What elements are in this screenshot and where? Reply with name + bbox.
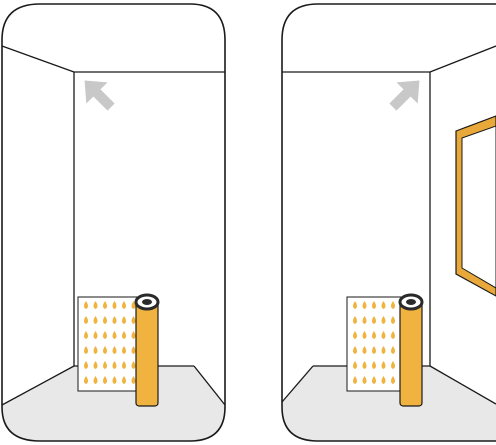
drop-icon xyxy=(391,346,395,354)
drop-icon xyxy=(84,301,88,309)
left-wallpaper-roll xyxy=(134,293,160,407)
drop-icon xyxy=(381,331,386,339)
arrow-up-right-icon xyxy=(389,80,420,111)
window-frame xyxy=(455,115,496,297)
drop-icon xyxy=(353,301,357,309)
drop-icon xyxy=(112,361,117,369)
drop-icon xyxy=(372,346,376,354)
left-room-floor xyxy=(2,366,225,441)
drop-icon xyxy=(353,316,357,324)
drop-icon xyxy=(131,376,136,384)
drop-icon xyxy=(84,316,88,324)
left-room-edge xyxy=(1,365,75,406)
right-room-panel xyxy=(281,3,496,442)
drop-icon xyxy=(362,331,367,339)
drop-icon xyxy=(93,301,98,309)
drop-icon xyxy=(122,376,126,384)
drop-icon xyxy=(122,346,126,354)
drop-icon xyxy=(362,316,367,324)
drop-icon xyxy=(391,316,395,324)
left-room-edge xyxy=(1,45,75,73)
drop-icon xyxy=(362,346,367,354)
drop-icon xyxy=(103,331,107,339)
drop-icon xyxy=(131,346,136,354)
drop-icon xyxy=(131,361,136,369)
left-panel-frame xyxy=(1,3,226,442)
drop-icon xyxy=(391,301,395,309)
drop-icon xyxy=(93,346,98,354)
drop-icon xyxy=(381,316,386,324)
drop-icon xyxy=(103,301,107,309)
drop-icon xyxy=(103,346,107,354)
drop-icon xyxy=(112,346,117,354)
right-wallpaper-roll xyxy=(398,293,424,407)
drop-icon xyxy=(391,361,395,369)
drop-icon xyxy=(381,301,386,309)
drop-icon xyxy=(353,346,357,354)
drop-icon xyxy=(93,361,98,369)
arrow-up-left-icon xyxy=(84,80,115,111)
left-room-panel xyxy=(1,3,226,442)
drop-icon xyxy=(112,301,117,309)
drop-icon xyxy=(353,361,357,369)
drop-icon xyxy=(391,376,395,384)
drop-icon xyxy=(112,316,117,324)
drop-icon xyxy=(122,301,126,309)
drop-icon xyxy=(381,361,386,369)
drop-icon xyxy=(84,361,88,369)
right-wallpaper-sheet xyxy=(346,296,410,392)
drop-icon xyxy=(131,301,136,309)
left-wallpaper-pattern xyxy=(84,301,136,384)
drop-icon xyxy=(391,331,395,339)
drop-icon xyxy=(353,376,357,384)
drop-icon xyxy=(122,331,126,339)
drop-icon xyxy=(103,316,107,324)
drop-icon xyxy=(362,361,367,369)
right-room-edge xyxy=(429,365,496,405)
drop-icon xyxy=(381,376,386,384)
drop-icon xyxy=(122,361,126,369)
drop-icon xyxy=(103,376,107,384)
right-room-edge xyxy=(429,45,496,73)
drop-icon xyxy=(372,316,376,324)
drop-icon xyxy=(112,331,117,339)
right-room-floor xyxy=(282,366,496,441)
drop-icon xyxy=(372,376,376,384)
left-wallpaper-sheet xyxy=(77,296,143,392)
drop-icon xyxy=(372,331,376,339)
drop-icon xyxy=(362,301,367,309)
drop-icon xyxy=(84,376,88,384)
drop-icon xyxy=(131,331,136,339)
drop-icon xyxy=(372,301,376,309)
drop-icon xyxy=(122,316,126,324)
drop-icon xyxy=(93,376,98,384)
drop-icon xyxy=(372,361,376,369)
drop-icon xyxy=(84,331,88,339)
drop-icon xyxy=(131,316,136,324)
right-panel-frame xyxy=(281,3,496,442)
left-room-edge xyxy=(193,365,226,406)
drop-icon xyxy=(112,376,117,384)
drop-icon xyxy=(84,346,88,354)
drop-icon xyxy=(93,331,98,339)
drop-icon xyxy=(353,331,357,339)
right-room-edge xyxy=(281,365,314,403)
drop-icon xyxy=(103,361,107,369)
drop-icon xyxy=(93,316,98,324)
drop-icon xyxy=(381,346,386,354)
drop-icon xyxy=(362,376,367,384)
